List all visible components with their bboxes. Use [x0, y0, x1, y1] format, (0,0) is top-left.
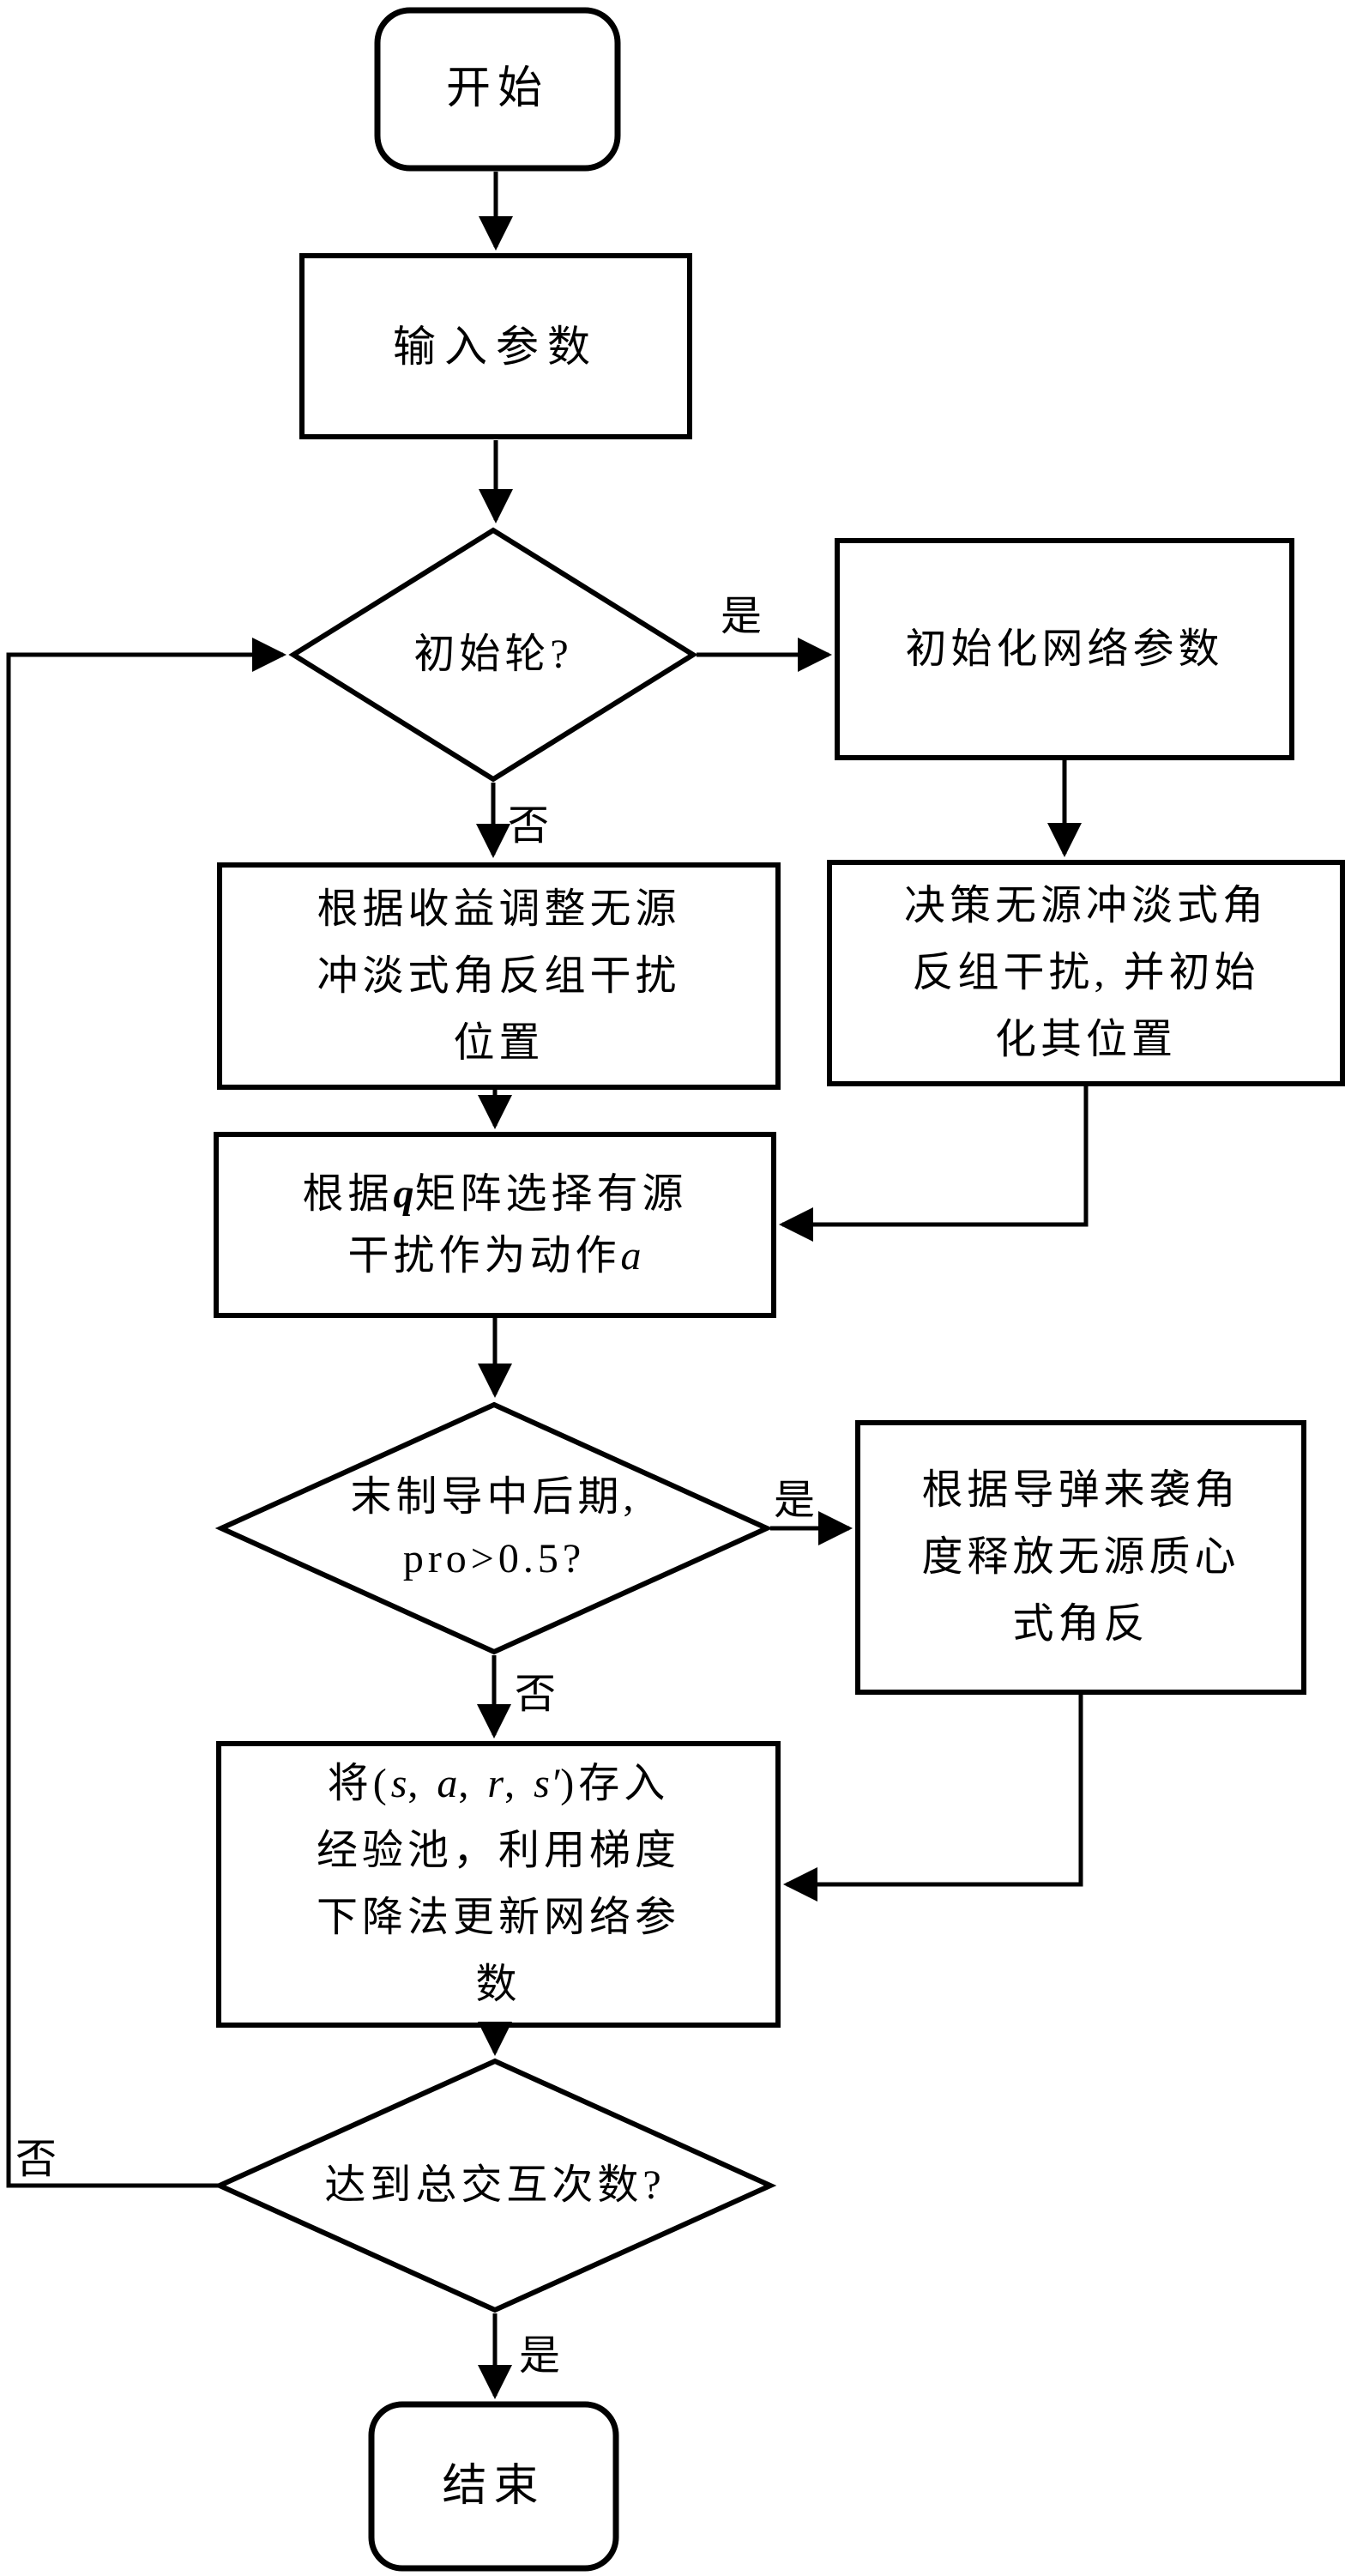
arrow-no-feedback-loop	[6, 638, 286, 2188]
decide-line-1: 决策无源冲淡式角	[903, 883, 1268, 928]
adjust-line-3: 位置	[453, 1019, 545, 1066]
init-net-node-label: 初始化网络参数	[905, 626, 1224, 672]
end-node-shape	[368, 2401, 619, 2572]
start-node-label: 开始	[445, 64, 549, 113]
decide-node-label: 决策无源冲淡式角 反组干扰, 并初始 化其位置	[829, 862, 1342, 1084]
q-select-node-shape	[214, 1132, 776, 1318]
release-node-shape	[855, 1420, 1306, 1695]
store-line-4: 数	[475, 1962, 522, 2007]
arrow-decide-to-q-select	[779, 1086, 1089, 1242]
q-select-line-2: 干扰作为动作a	[347, 1232, 642, 1279]
decide-line-3: 化其位置	[994, 1017, 1177, 1062]
decision-late-label: 末制导中后期, pro>0.5?	[221, 1405, 767, 1652]
store-line-1: 将(s, a, r, s′)存入	[327, 1761, 670, 1806]
edge-label-yes-late: 是	[774, 1478, 816, 1523]
store-node-shape	[216, 1741, 781, 2028]
init-net-node-shape	[835, 538, 1294, 760]
release-line-1: 根据导弹来袭角	[921, 1467, 1240, 1513]
decision-total-label: 达到总交互次数?	[324, 2162, 666, 2208]
input-node-label: 输入参数	[393, 322, 599, 371]
q-select-node-label: 根据q矩阵选择有源 干扰作为动作a	[216, 1134, 774, 1315]
edge-label-yes-init: 是	[721, 594, 763, 639]
edge-label-no-total: 否	[15, 2137, 57, 2182]
decision-late-shape	[214, 1401, 774, 1655]
edge-label-no-late: 否	[515, 1672, 557, 1717]
store-node-label: 将(s, a, r, s′)存入 经验池，利用梯度 下降法更新网络参 数	[219, 1744, 778, 2025]
edge-label-no-init: 否	[508, 803, 550, 849]
input-node-shape	[299, 253, 692, 439]
decision-late-line-1: 末制导中后期,	[350, 1474, 638, 1520]
decision-init-shape	[288, 527, 698, 783]
decide-node-shape	[827, 860, 1345, 1086]
release-line-2: 度释放无源质心	[921, 1534, 1240, 1580]
decision-total-shape	[213, 2058, 777, 2313]
arrow-release-to-store	[783, 1695, 1083, 1902]
release-line-3: 式角反	[1012, 1601, 1149, 1647]
adjust-line-1: 根据收益调整无源	[317, 886, 681, 932]
adjust-node-label: 根据收益调整无源 冲淡式角反组干扰 位置	[220, 865, 778, 1087]
adjust-line-2: 冲淡式角反组干扰	[317, 952, 681, 999]
decide-line-2: 反组干扰, 并初始	[912, 950, 1260, 995]
q-select-line-1: 根据q矩阵选择有源	[302, 1170, 688, 1217]
adjust-node-shape	[217, 862, 781, 1090]
edge-label-yes-total: 是	[519, 2333, 561, 2379]
store-line-3: 下降法更新网络参	[316, 1895, 680, 1940]
decision-late-line-2: pro>0.5?	[402, 1536, 586, 1581]
end-node-label: 结束	[442, 2461, 546, 2511]
store-line-2: 经验池，利用梯度	[316, 1828, 680, 1873]
start-node-shape	[374, 7, 621, 172]
release-node-label: 根据导弹来袭角 度释放无源质心 式角反	[858, 1423, 1304, 1692]
decision-init-label: 初始轮?	[413, 632, 573, 677]
